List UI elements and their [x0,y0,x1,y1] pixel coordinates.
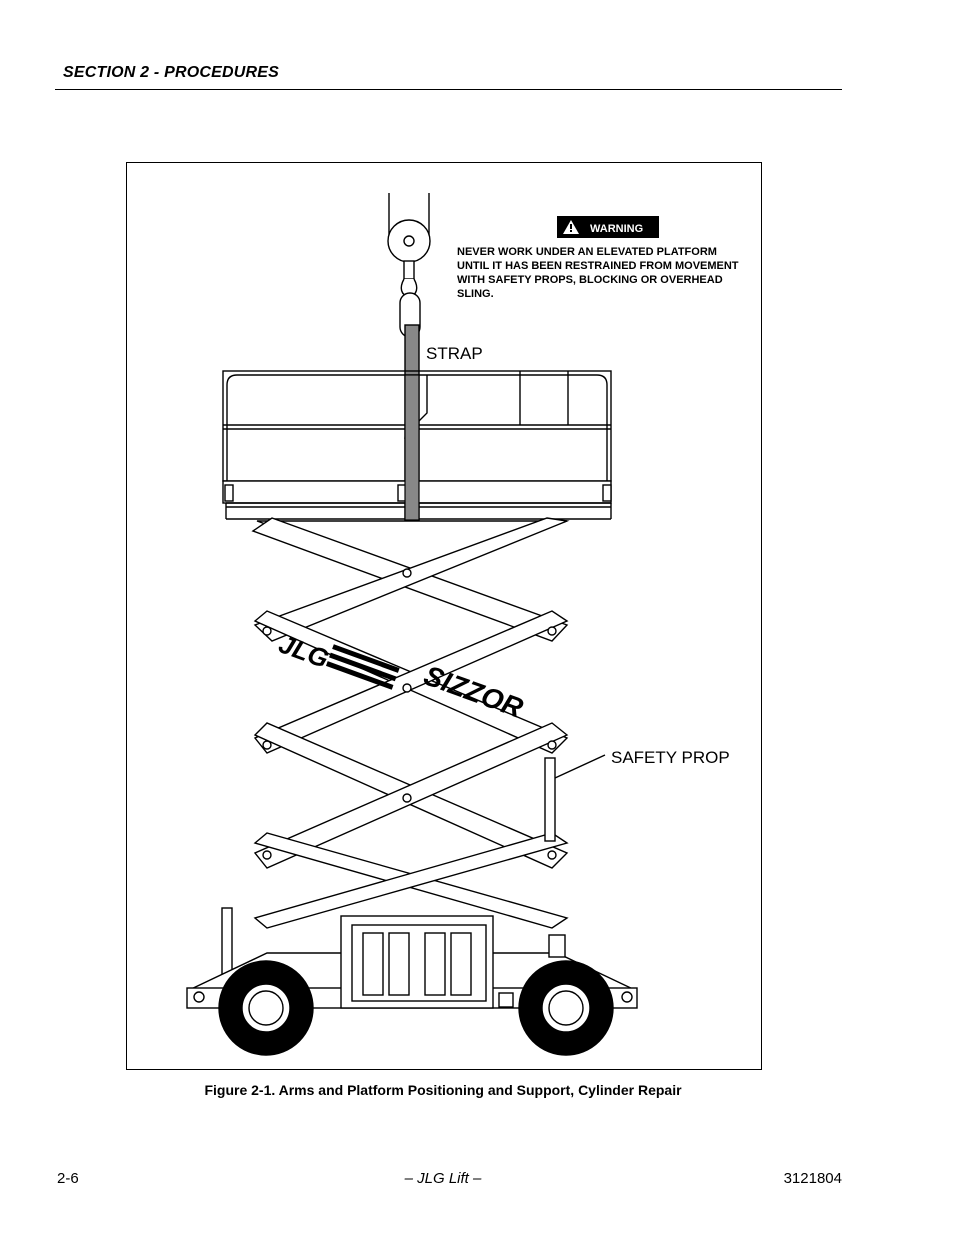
scissor-lift-illustration: WARNING NEVER WORK UNDER AN ELEVATED PLA… [186,193,739,1056]
warning-line-3: WITH SAFETY PROPS, BLOCKING OR OVERHEAD [457,274,723,286]
section-title: SECTION 2 - PROCEDURES [63,64,279,81]
figure-frame: WARNING NEVER WORK UNDER AN ELEVATED PLA… [126,162,762,1070]
safety-prop [544,754,606,842]
footer-title: – JLG Lift – [404,1170,482,1187]
chassis [186,907,638,1056]
warning-line-2: UNTIL IT HAS BEEN RESTRAINED FROM MOVEME… [457,260,739,272]
warning-sign: WARNING NEVER WORK UNDER AN ELEVATED PLA… [457,216,739,300]
strap [404,374,420,521]
warning-line-4: SLING. [457,288,494,300]
strap-callout: STRAP [426,344,483,363]
figure-caption: Figure 2-1. Arms and Platform Positionin… [204,1082,682,1098]
warning-label: WARNING [590,223,643,235]
header-divider [55,89,842,90]
scissor-arms [251,517,570,929]
warning-line-1: NEVER WORK UNDER AN ELEVATED PLATFORM [457,246,717,258]
safety-prop-callout: SAFETY PROP [611,748,730,767]
document-number: 3121804 [783,1170,842,1187]
page-number: 2-6 [57,1170,79,1187]
